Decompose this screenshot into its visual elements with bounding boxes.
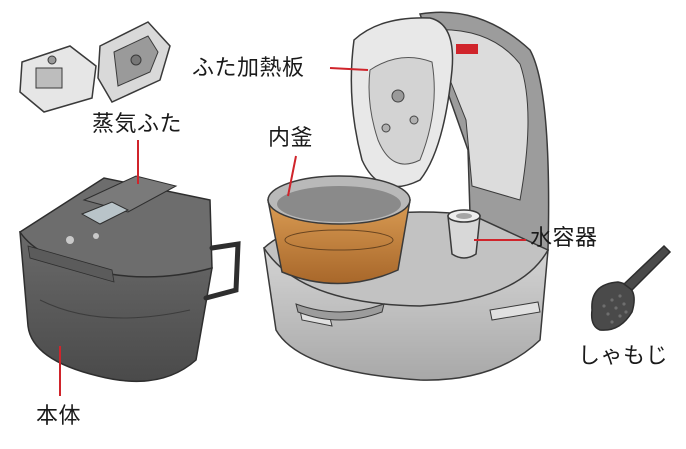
leader-inner-pot — [287, 155, 297, 197]
label-steam-cap: 蒸気ふた — [92, 112, 183, 137]
water-container — [447, 209, 481, 259]
label-body: 本体 — [36, 404, 82, 429]
closed-rice-cooker — [18, 175, 241, 383]
leader-lid-heater — [329, 67, 369, 71]
label-inner-pot: 内釜 — [268, 126, 314, 151]
label-lid-heater: ふた加熱板 — [192, 56, 305, 81]
inner-pot — [267, 175, 411, 321]
label-rice-paddle: しゃもじ — [578, 344, 669, 369]
rice-paddle — [590, 244, 672, 331]
steam-cap-parts — [19, 21, 171, 113]
leader-lines — [59, 67, 526, 396]
label-water-container: 水容器 — [530, 226, 598, 251]
